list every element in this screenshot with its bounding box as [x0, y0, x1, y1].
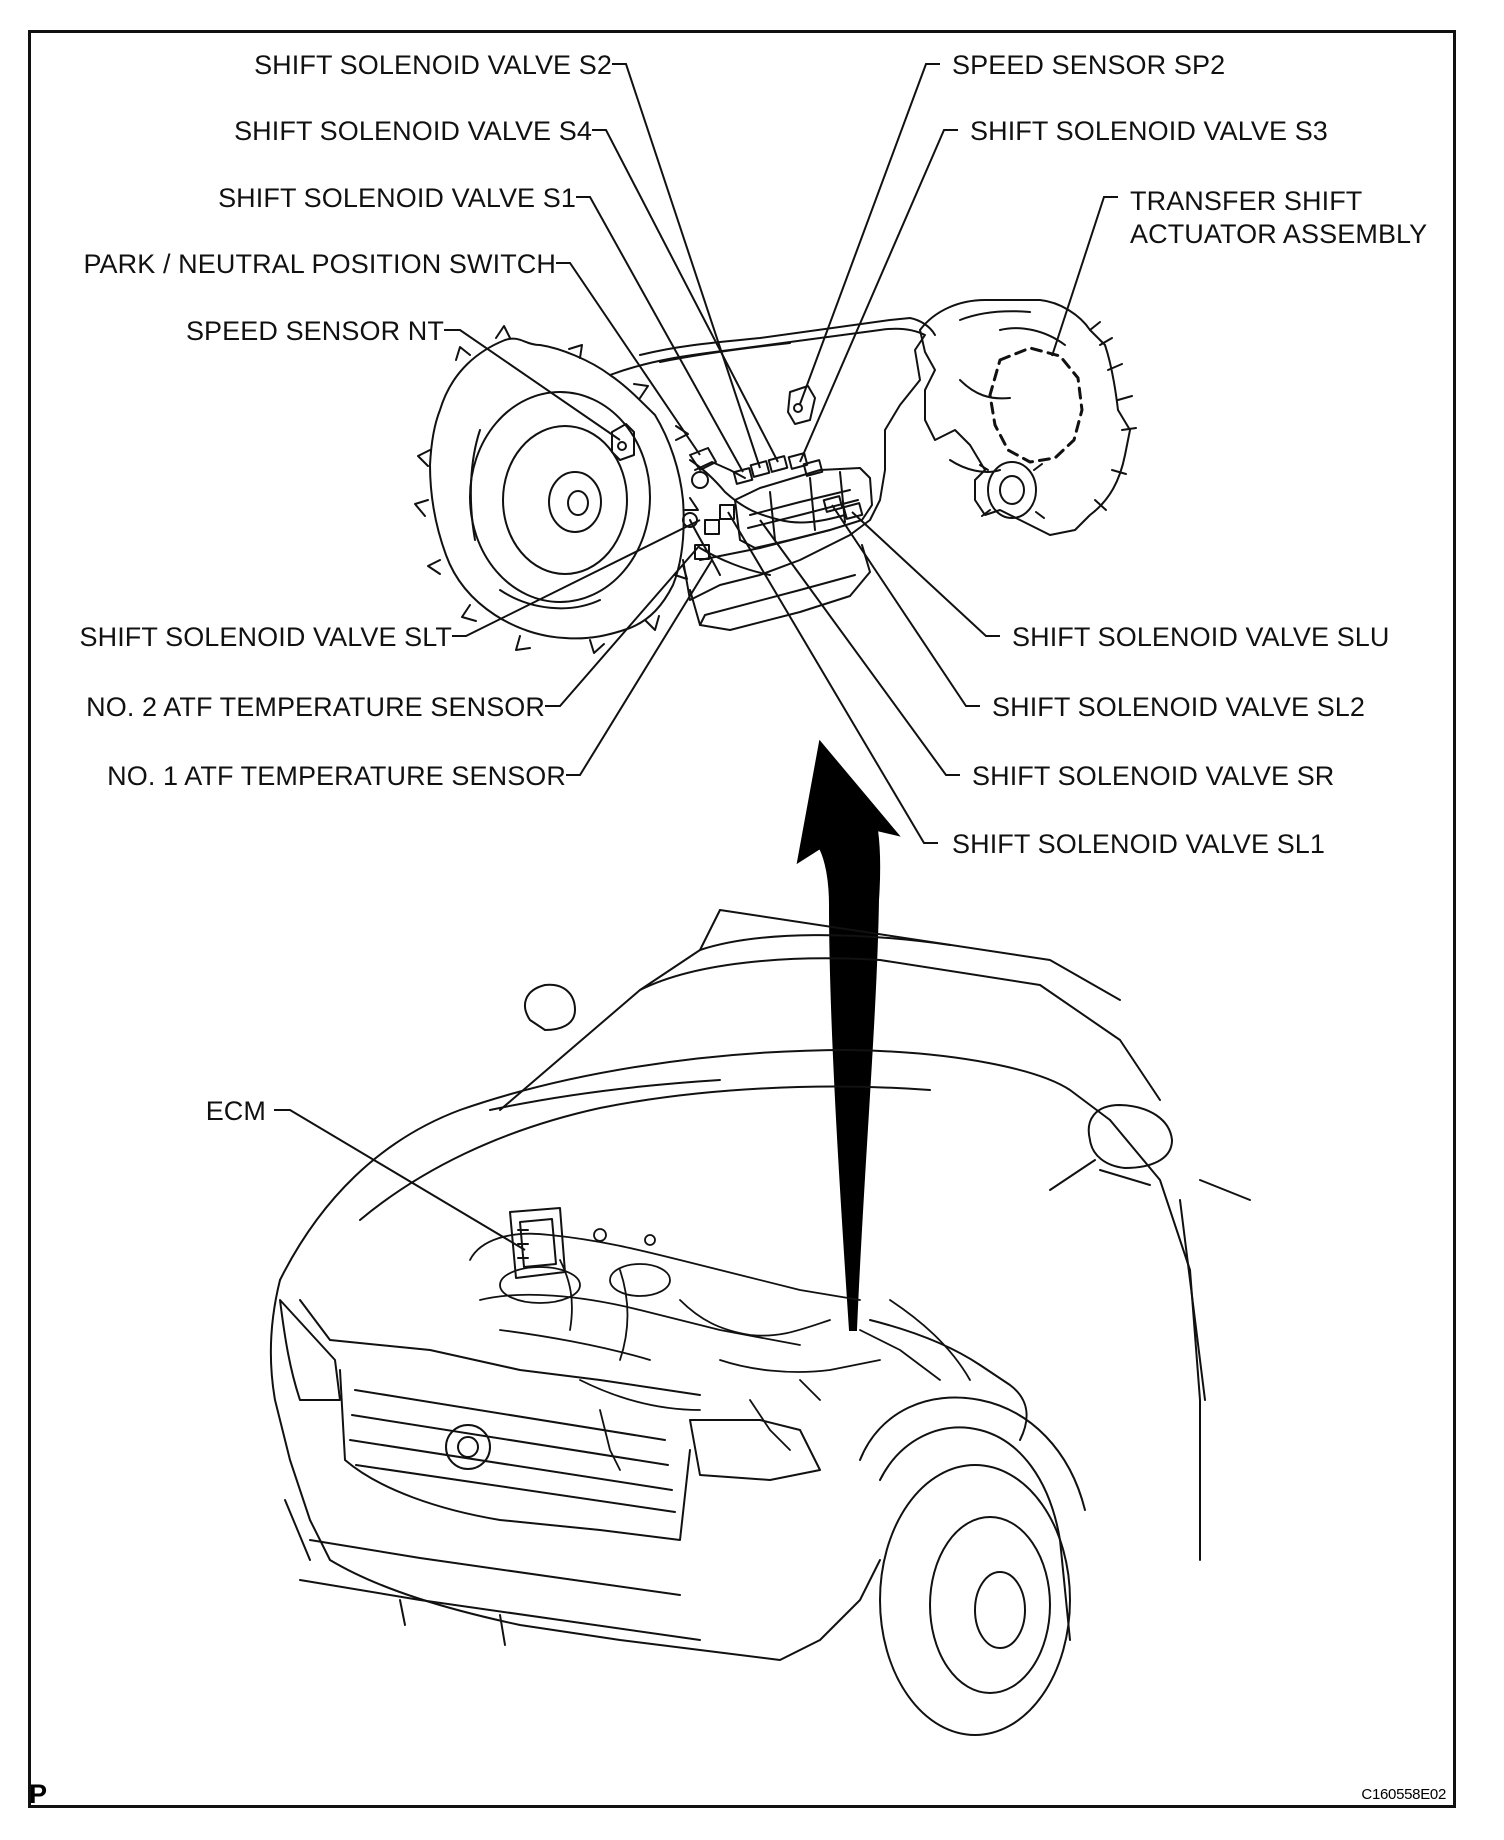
- leader-atf2: [545, 545, 700, 706]
- label-shift-solenoid-s1: SHIFT SOLENOID VALVE S1: [218, 183, 576, 213]
- leader-sl1: [728, 512, 938, 843]
- label-shift-solenoid-s2: SHIFT SOLENOID VALVE S2: [254, 50, 612, 80]
- leader-sl2: [832, 505, 980, 706]
- diagram-frame: [28, 30, 1456, 1808]
- leader-atf1: [566, 560, 712, 775]
- transfer-shift-actuator-outline: [990, 348, 1082, 462]
- leader-lines: [274, 64, 1118, 1250]
- transmission-case: [610, 329, 925, 600]
- speed-sensor-nt-body: [612, 424, 634, 460]
- engine-bay: [470, 1229, 970, 1470]
- label-ecm: ECM: [205, 1096, 266, 1126]
- leader-s4: [592, 130, 778, 462]
- front-wheel: [880, 1465, 1070, 1735]
- label-speed-sensor-sp2: SPEED SENSOR SP2: [952, 50, 1226, 80]
- label-speed-sensor-nt: SPEED SENSOR NT: [185, 316, 444, 346]
- figure-code: C160558E02: [1361, 1786, 1446, 1803]
- leader-sr: [760, 520, 960, 775]
- valve-body: [735, 468, 872, 548]
- transfer-case: [920, 300, 1130, 535]
- location-arrow: [798, 742, 898, 1330]
- label-shift-solenoid-slt: SHIFT SOLENOID VALVE SLT: [79, 622, 452, 652]
- label-shift-solenoid-slu: SHIFT SOLENOID VALVE SLU: [1012, 622, 1390, 652]
- vehicle-windshield: [500, 958, 1160, 1110]
- vehicle-illustration: [271, 910, 1250, 1735]
- leader-s2: [612, 64, 760, 468]
- right-headlight: [690, 1420, 820, 1480]
- label-atf-temp-sensor-1: NO. 1 ATF TEMPERATURE SENSOR: [107, 761, 566, 791]
- label-shift-solenoid-s4: SHIFT SOLENOID VALVE S4: [234, 116, 592, 146]
- bell-housing-flange: [430, 339, 684, 639]
- vehicle-hood: [280, 1050, 1110, 1280]
- leader-ecm: [274, 1110, 525, 1250]
- output-flange: [988, 462, 1036, 518]
- wiring-harness: [690, 460, 845, 575]
- leader-speed-nt: [444, 330, 620, 440]
- ecm-box: [510, 1208, 565, 1278]
- torque-converter-outer: [470, 392, 650, 602]
- fog-light-left: [446, 1425, 490, 1469]
- torque-converter-center: [568, 491, 588, 515]
- park-neutral-switch-body: [690, 448, 716, 470]
- vehicle-grille: [340, 1370, 690, 1540]
- left-mirror: [525, 985, 575, 1030]
- transmission-assembly: [415, 300, 1136, 653]
- speed-sensor-sp2-body: [788, 386, 815, 424]
- leader-s3: [800, 130, 958, 462]
- leader-s1: [576, 197, 743, 472]
- torque-converter-mid: [503, 426, 627, 574]
- leader-slt: [452, 520, 700, 636]
- leader-slu: [852, 512, 1000, 636]
- label-atf-temp-sensor-2: NO. 2 ATF TEMPERATURE SENSOR: [86, 692, 545, 722]
- label-shift-solenoid-sl1: SHIFT SOLENOID VALVE SL1: [952, 829, 1326, 859]
- torque-converter-hub: [549, 472, 601, 532]
- leader-transfer: [1052, 197, 1118, 356]
- label-shift-solenoid-sr: SHIFT SOLENOID VALVE SR: [972, 761, 1335, 791]
- corner-mark: P: [29, 1779, 48, 1809]
- leader-sp2: [800, 64, 940, 404]
- label-transfer-shift-actuator: TRANSFER SHIFT ACTUATOR ASSEMBLY: [1130, 186, 1428, 249]
- label-park-neutral-switch: PARK / NEUTRAL POSITION SWITCH: [83, 249, 556, 279]
- right-mirror: [1089, 1105, 1172, 1168]
- label-shift-solenoid-sl2: SHIFT SOLENOID VALVE SL2: [992, 692, 1366, 722]
- left-headlight: [280, 1300, 340, 1400]
- vehicle-front-fascia: [271, 1280, 880, 1660]
- label-shift-solenoid-s3: SHIFT SOLENOID VALVE S3: [970, 116, 1328, 146]
- leader-park-neutral: [556, 263, 700, 455]
